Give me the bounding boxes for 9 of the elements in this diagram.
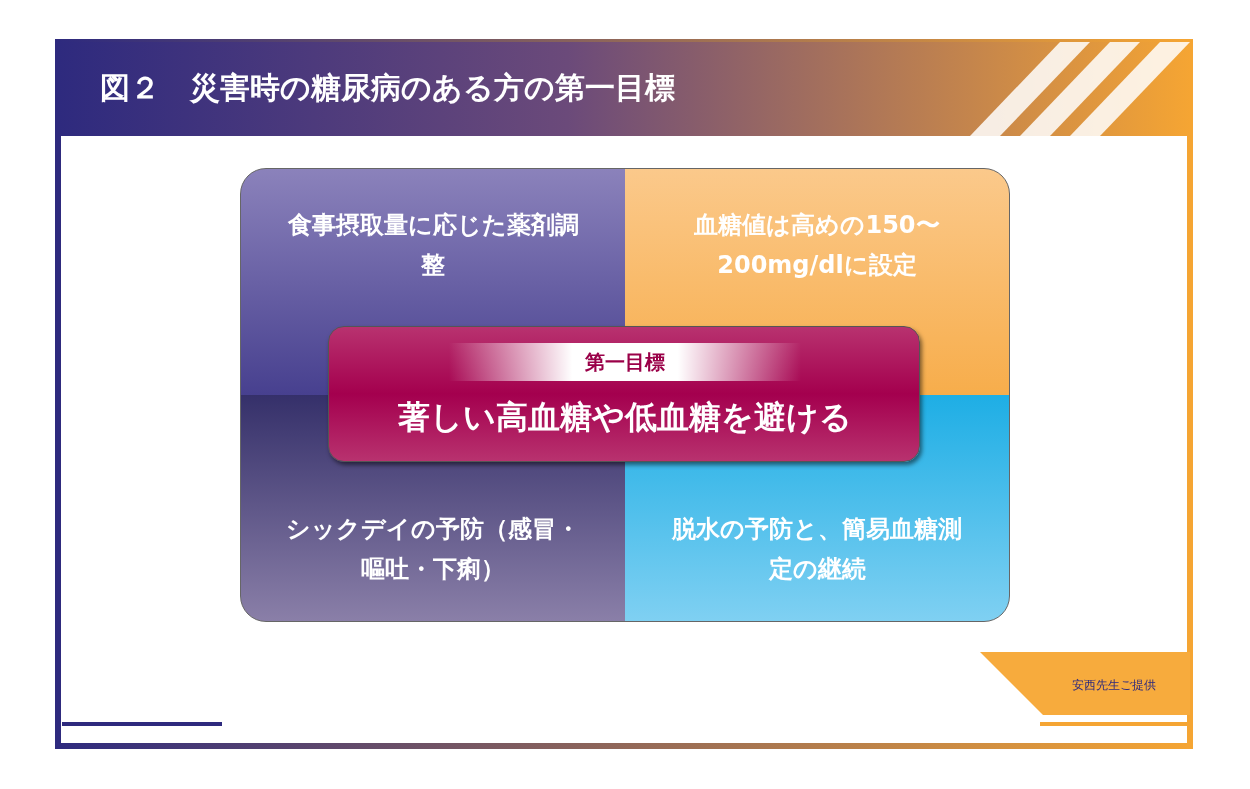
panel-text: シックデイの予防（感冒・嘔吐・下痢） (283, 509, 583, 589)
goal-text: 著しい高血糖や低血糖を避ける (397, 397, 853, 438)
goal-box (328, 326, 920, 462)
panel-text: 血糖値は高めの150〜200mg/dlに設定 (667, 205, 967, 285)
panel-text: 脱水の予防と、簡易血糖測定の継続 (667, 509, 967, 589)
title-text: 図２ 災害時の糖尿病のある方の第一目標 (100, 69, 675, 107)
goal-heading: 第一目標 (449, 343, 801, 381)
credit-text: 安西先生ご提供 (1072, 677, 1156, 694)
panel-text: 食事摂取量に応じた薬剤調整 (283, 205, 583, 285)
